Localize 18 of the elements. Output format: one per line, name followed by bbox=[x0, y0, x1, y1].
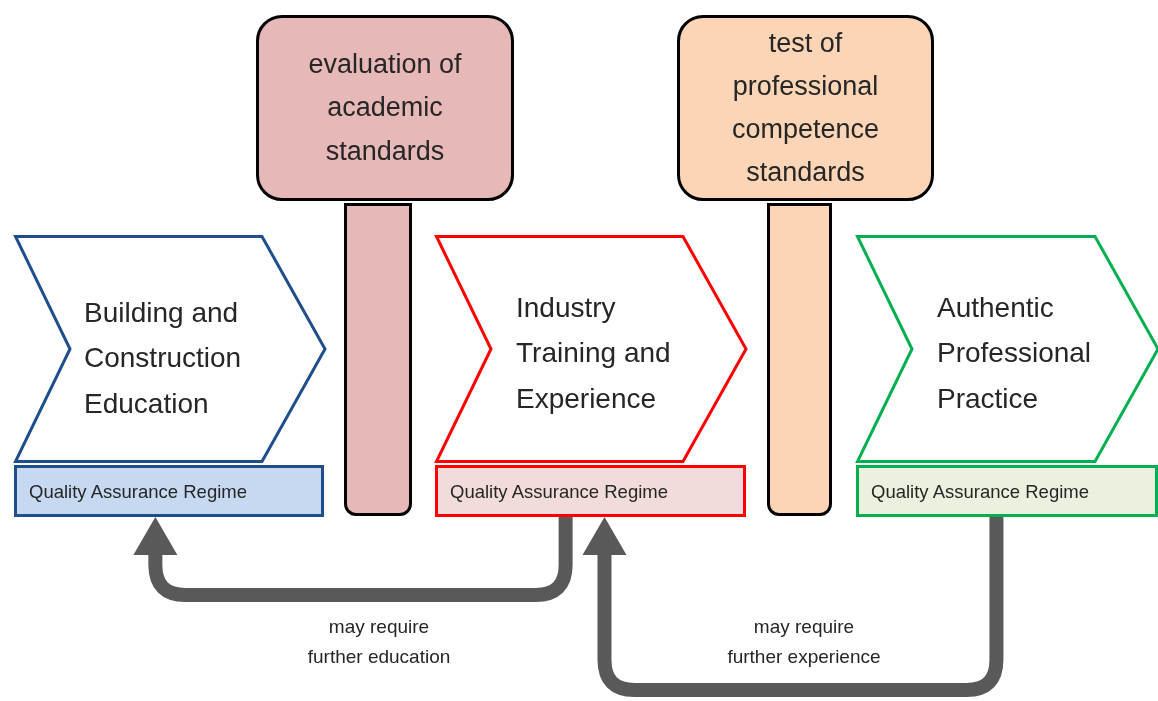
signpost-board bbox=[256, 15, 514, 201]
chevron-step bbox=[856, 235, 1158, 463]
chevron-step bbox=[435, 235, 746, 463]
step-title: Industry Training and Experience bbox=[516, 291, 672, 416]
standard-label: evaluation of academic standards bbox=[307, 48, 463, 168]
chevron-step bbox=[14, 235, 325, 463]
regime-bar bbox=[856, 465, 1158, 517]
step-title: Building and Construction Education bbox=[84, 296, 243, 421]
regime-label: Quality Assurance Regime bbox=[29, 480, 247, 504]
regime-label: Quality Assurance Regime bbox=[871, 480, 1089, 504]
regime-bar bbox=[14, 465, 324, 517]
regime-label: Quality Assurance Regime bbox=[450, 480, 668, 504]
signpost-board bbox=[677, 15, 934, 201]
regime-bar bbox=[435, 465, 746, 517]
signpost-pole bbox=[344, 203, 412, 516]
standard-label: test of professional competence standards bbox=[730, 26, 881, 190]
step-title: Authentic Professional Practice bbox=[937, 291, 1093, 416]
signpost-pole bbox=[767, 203, 832, 516]
